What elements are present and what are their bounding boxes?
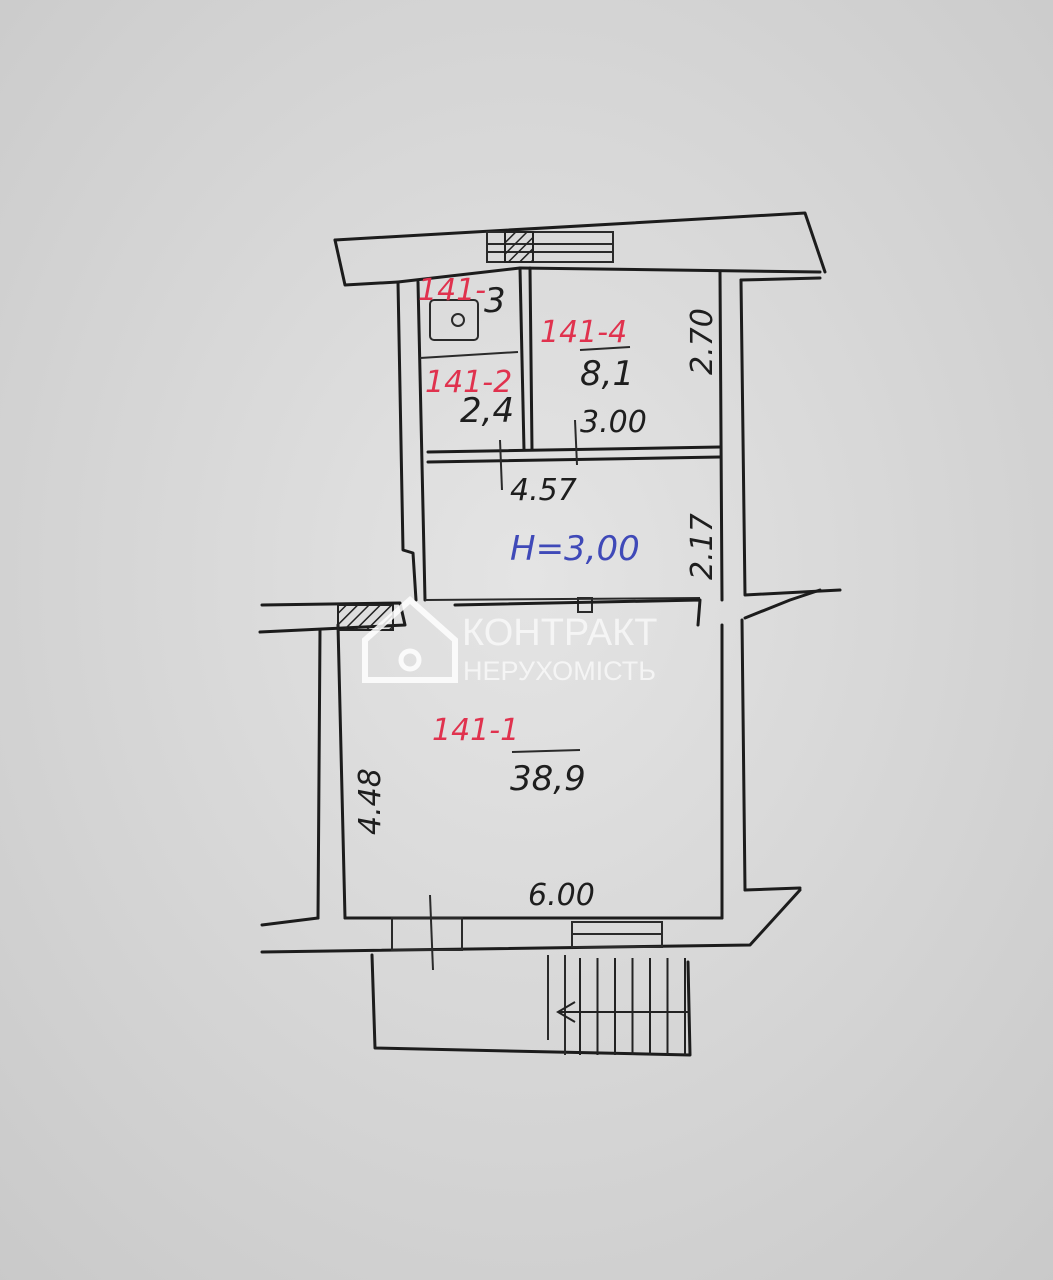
room-2-code: 141-2 (425, 365, 512, 400)
room-1-area: 38,9 (510, 759, 586, 799)
dim-room4-depth: 2.70 (685, 308, 720, 375)
bottom-wall-porch (260, 886, 802, 1057)
watermark-logo: КОНТРАКТ НЕРУХОМІСТЬ (362, 595, 657, 686)
dim-room4-width: 3.00 (580, 405, 647, 440)
room-4-code: 141-4 (540, 315, 627, 350)
watermark-brand: КОНТРАКТ (462, 612, 657, 654)
dim-corridor-depth: 2.17 (685, 513, 720, 580)
upper-block-walls (396, 266, 842, 613)
dim-corridor-width: 4.57 (510, 473, 577, 508)
entrance-stairs (556, 958, 690, 1055)
dim-main-width: 6.00 (528, 878, 595, 913)
top-wall (333, 211, 827, 287)
sink-fixture (429, 299, 479, 341)
stair-direction-arrow (556, 1001, 690, 1023)
dimension-labels: 3.00 2.70 4.57 2.17 4.48 6.00 (353, 308, 720, 913)
dim-main-depth: 4.48 (353, 768, 388, 835)
room-labels: 141- 3 141-4 8,1 141-2 2,4 141-1 38,9 H=… (418, 273, 640, 799)
room-4-area: 8,1 (580, 354, 634, 394)
room-2-area: 2,4 (460, 391, 514, 431)
room-1-code: 141-1 (432, 713, 519, 748)
watermark-subtitle: НЕРУХОМІСТЬ (463, 656, 656, 686)
room-3-number: 3 (484, 281, 506, 321)
room-3-code: 141- (418, 273, 486, 308)
ceiling-height: H=3,00 (510, 529, 640, 569)
